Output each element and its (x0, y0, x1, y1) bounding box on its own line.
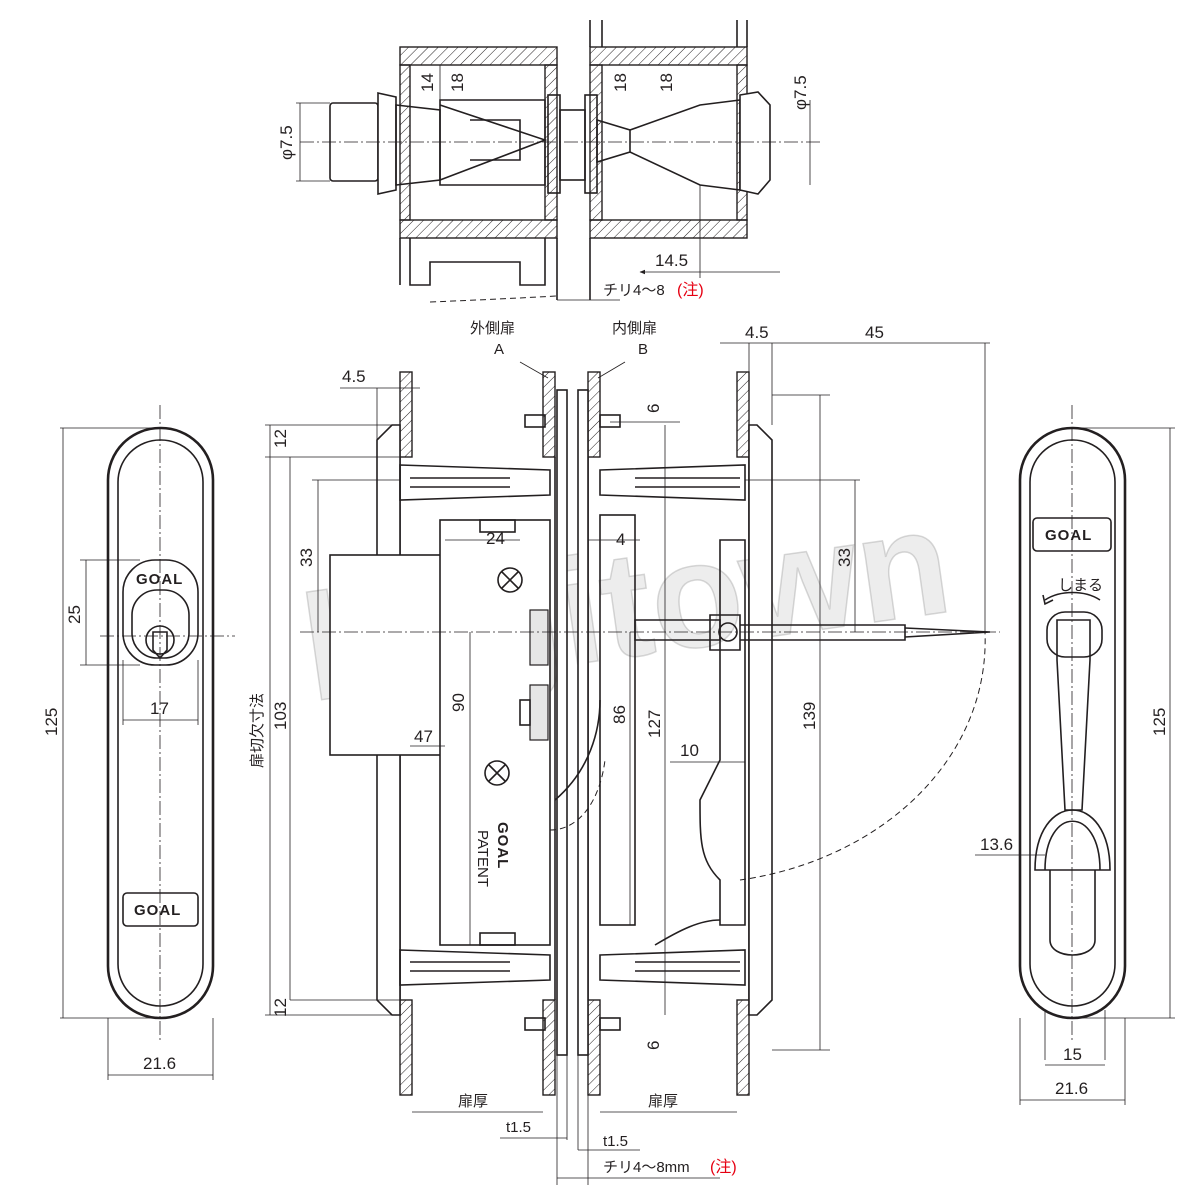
dim-t15-right: t1.5 (603, 1133, 628, 1150)
dim-left-12-bottom: 12 (271, 998, 290, 1017)
dim-lv-17: 17 (150, 699, 169, 718)
dim-case-24: 24 (486, 529, 505, 548)
dim-top-18c: 18 (657, 73, 676, 92)
dim-top-phi-right: φ7.5 (791, 75, 810, 110)
case-logo-text: GOAL (494, 822, 511, 869)
dim-top-18a: 18 (448, 73, 467, 92)
dim-lv-21-6: 21.6 (143, 1054, 176, 1073)
outer-escutcheon-front-view: GOAL GOAL 125 25 17 21.6 (42, 405, 235, 1080)
dim-lv-125: 125 (42, 708, 61, 736)
dim-case-90: 90 (449, 693, 468, 712)
dim-top-14: 14 (418, 73, 437, 92)
dim-top-14-5: 14.5 (655, 251, 688, 270)
dim-right-139: 139 (800, 702, 819, 730)
dim-t15-left: t1.5 (506, 1119, 531, 1136)
chiri-bottom-note: (注) (710, 1158, 737, 1176)
inner-logo: GOAL (1045, 527, 1092, 544)
chiri-top-label: チリ4～8 (603, 282, 665, 299)
dim-top-phi-left: φ7.5 (277, 125, 296, 160)
top-section-view: φ7.5 14 18 18 18 φ7.5 14.5 チリ4～8 (注) (277, 20, 820, 303)
dim-case-47: 47 (414, 727, 433, 746)
dim-rv-13-6: 13.6 (980, 835, 1013, 854)
case-patent-text: PATENT (474, 830, 491, 887)
dim-rv-21-6: 21.6 (1055, 1079, 1088, 1098)
outer-logo-top: GOAL (136, 571, 183, 588)
inner-escutcheon-front-view: GOAL しまる 125 13.6 15 21.6 (975, 405, 1175, 1105)
dim-right-6-top: 6 (644, 404, 663, 413)
main-section-view: 外側扉 A 内側扉 B (249, 320, 1000, 1185)
door-thickness-left: 扉厚 (458, 1093, 488, 1110)
dim-right-10: 10 (680, 741, 699, 760)
dim-mid-127: 127 (645, 710, 664, 738)
chiri-top-note: (注) (677, 281, 704, 299)
dim-right-45: 45 (865, 323, 884, 342)
dim-case-86: 86 (610, 705, 629, 724)
dim-rv-15: 15 (1063, 1045, 1082, 1064)
dim-left-12-top: 12 (271, 429, 290, 448)
inner-door-label: 内側扉 (612, 320, 657, 337)
dim-right-33: 33 (835, 548, 854, 567)
door-cut-label: 扉切欠寸法 (249, 693, 266, 768)
shimaru-label: しまる (1058, 577, 1103, 594)
dim-right-4-5: 4.5 (745, 323, 769, 342)
dim-right-6-bottom: 6 (644, 1041, 663, 1050)
dim-case-4: 4 (616, 530, 625, 549)
outer-door-label: 外側扉 (470, 320, 515, 337)
dim-rv-125: 125 (1150, 708, 1169, 736)
outer-door-letter: A (494, 341, 504, 358)
outer-logo-bottom: GOAL (134, 902, 181, 919)
dim-left-33: 33 (297, 548, 316, 567)
dim-lv-25: 25 (65, 605, 84, 624)
dim-top-18b: 18 (611, 73, 630, 92)
door-thickness-right: 扉厚 (648, 1093, 678, 1110)
dim-left-4-5: 4.5 (342, 367, 366, 386)
chiri-bottom-label: チリ4～8mm (603, 1159, 690, 1176)
inner-door-letter: B (638, 341, 648, 358)
dim-left-103: 103 (271, 702, 290, 730)
